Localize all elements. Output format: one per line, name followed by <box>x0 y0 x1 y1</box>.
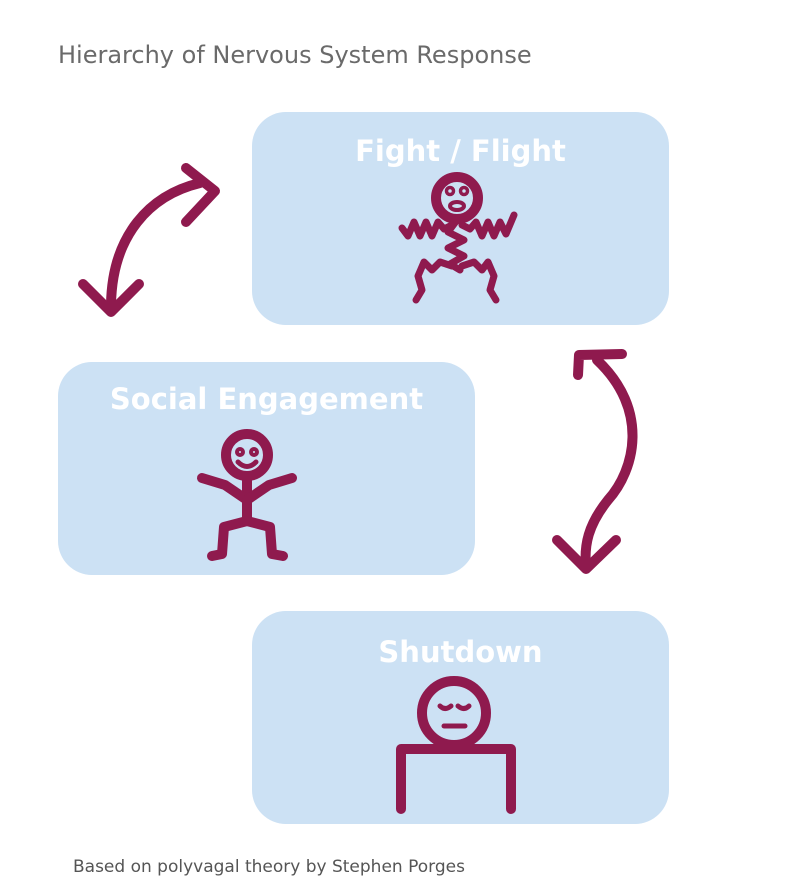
smiling-stick-figure-icon <box>197 429 297 561</box>
fight-flight-label: Fight / Flight <box>355 134 566 168</box>
double-headed-arrow-icon <box>552 349 638 574</box>
slumped-figure-at-desk-icon <box>396 676 516 814</box>
shutdown-label: Shutdown <box>378 635 543 669</box>
shutdown-box: Shutdown <box>252 611 669 824</box>
diagram-title: Hierarchy of Nervous System Response <box>58 41 532 69</box>
social-engagement-box: Social Engagement <box>58 362 475 575</box>
social-engagement-label: Social Engagement <box>109 382 424 416</box>
double-headed-arrow-icon <box>78 163 220 317</box>
agitated-stick-figure-icon <box>398 172 518 304</box>
attribution-footer: Based on polyvagal theory by Stephen Por… <box>73 857 465 877</box>
